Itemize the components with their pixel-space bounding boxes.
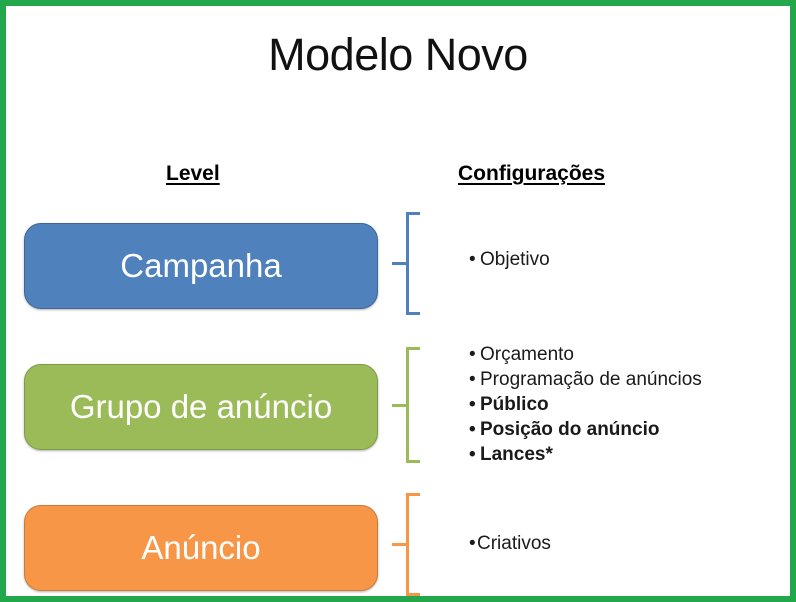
level-box-ad-label: Anúncio — [141, 529, 261, 566]
settings-list-ad: •Criativos — [469, 531, 551, 556]
brace-campaign — [388, 212, 420, 315]
list-item-label: Objetivo — [480, 249, 550, 270]
brace-campaign-top-tick — [406, 212, 420, 215]
brace-ad — [388, 493, 420, 596]
brace-adgroup-top-tick — [406, 347, 420, 350]
list-item-label: Lances* — [480, 444, 553, 465]
level-box-campaign[interactable]: Campanha — [24, 223, 378, 309]
bullet-icon: • — [469, 394, 476, 415]
bullet-icon: • — [469, 444, 476, 465]
bullet-icon: • — [469, 249, 476, 270]
brace-adgroup-bottom-tick — [406, 460, 420, 463]
list-item: •Objetivo — [469, 247, 550, 272]
page-title: Modelo Novo — [268, 29, 528, 80]
column-header-level: Level — [166, 162, 220, 185]
list-item-label: Público — [480, 394, 549, 415]
list-item: •Público — [469, 392, 702, 417]
list-item-label: Programação de anúncios — [480, 369, 702, 390]
column-header-settings: Configurações — [458, 162, 606, 185]
bullet-icon: • — [469, 344, 476, 365]
brace-ad-bottom-tick — [406, 593, 420, 596]
bullet-icon: • — [469, 533, 476, 554]
bullet-icon: • — [469, 419, 476, 440]
brace-adgroup — [388, 347, 420, 463]
list-item: •Lances* — [469, 442, 702, 467]
brace-adgroup-pointer — [392, 403, 409, 407]
list-item-label: Posição do anúncio — [480, 419, 660, 440]
list-item: •Posição do anúncio — [469, 417, 702, 442]
list-item: •Programação de anúncios — [469, 367, 702, 392]
list-item: •Criativos — [469, 531, 551, 556]
level-box-adgroup[interactable]: Grupo de anúncio — [24, 364, 378, 450]
brace-ad-top-tick — [406, 493, 420, 496]
level-box-adgroup-label: Grupo de anúncio — [69, 388, 333, 425]
list-item: •Orçamento — [469, 342, 702, 367]
level-box-campaign-label: Campanha — [120, 247, 282, 284]
list-item-label: Orçamento — [480, 344, 574, 365]
settings-list-campaign: •Objetivo — [469, 247, 550, 272]
list-item-label: Criativos — [477, 533, 551, 554]
brace-campaign-pointer — [392, 262, 409, 265]
brace-campaign-bottom-tick — [406, 312, 420, 315]
level-box-ad[interactable]: Anúncio — [24, 505, 378, 591]
bullet-icon: • — [469, 369, 476, 390]
brace-ad-pointer — [392, 543, 409, 546]
settings-list-adgroup: •Orçamento •Programação de anúncios •Púb… — [469, 342, 702, 467]
